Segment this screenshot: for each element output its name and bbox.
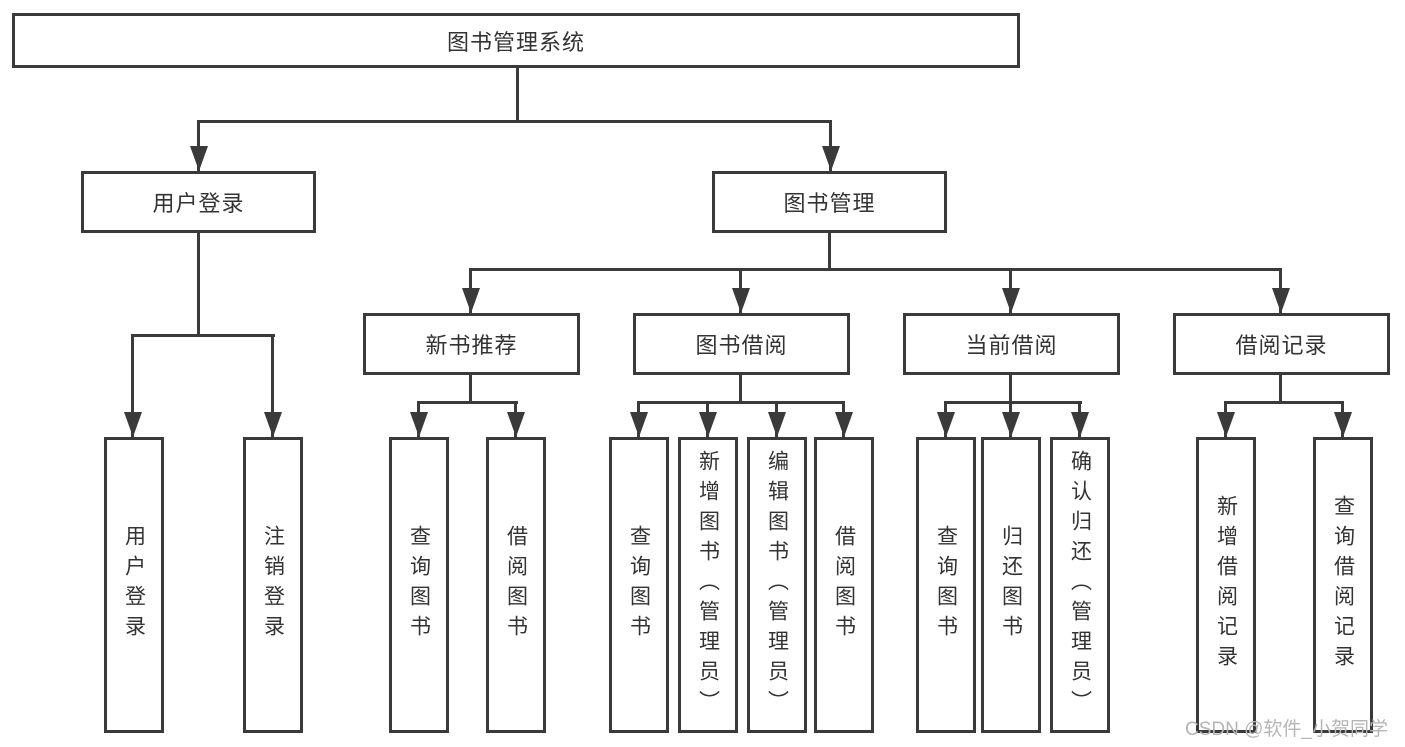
arrow-to-user-login [189,120,208,171]
arrow-current-borrow-leaf-3 [1070,401,1089,437]
connector-book-management-stem [828,233,831,271]
leaf-borrow-borrow-label: 借阅图书 [832,525,856,645]
arrow-new-books-leaf-2 [506,401,525,437]
leaf-user-login-label: 用户登录 [122,525,146,645]
node-root: 图书管理系统 [12,13,1020,68]
arrow-book-borrow-leaf-4 [834,401,853,437]
leaf-current-query: 查询图书 [916,437,976,733]
connector-borrow-records-stem [1279,375,1282,404]
node-new-books: 新书推荐 [363,313,580,375]
arrow-book-borrow-leaf-1 [629,401,648,437]
leaf-newbooks-query-label: 查询图书 [407,525,431,645]
arrow-to-borrow-records [1271,268,1290,313]
leaf-logout-label: 注销登录 [261,525,285,645]
connector-root-bar [198,120,832,123]
node-root-label: 图书管理系统 [446,29,585,55]
connector-current-borrow-stem [1009,375,1012,404]
leaf-borrow-add-label: 新增图书（管理员） [696,450,720,720]
arrow-new-books-leaf-1 [409,401,428,437]
connector-user-login-stem [197,233,200,337]
leaf-borrow-query: 查询图书 [609,437,669,733]
connector-root-stem [516,68,519,120]
connector-book-borrow-bar [637,401,845,404]
leaf-records-add-label: 新增借阅记录 [1214,495,1238,675]
connector-new-books-bar [418,401,518,404]
arrow-to-leaf-login [123,334,142,437]
connector-book-borrow-stem [739,375,742,404]
leaf-current-confirm: 确认归还（管理员） [1050,437,1110,733]
node-book-management-label: 图书管理 [783,191,876,216]
leaf-borrow-borrow: 借阅图书 [814,437,874,733]
arrow-borrow-records-leaf-2 [1333,401,1352,437]
node-current-borrow-label: 当前借阅 [965,333,1058,358]
leaf-current-query-label: 查询图书 [934,525,958,645]
connector-book-management-bar [469,268,1282,271]
leaf-logout: 注销登录 [243,437,303,733]
connector-user-login-bar [132,334,275,337]
node-borrow-records-label: 借阅记录 [1235,333,1328,358]
leaf-newbooks-borrow: 借阅图书 [486,437,546,733]
arrow-book-borrow-leaf-2 [698,401,717,437]
node-new-books-label: 新书推荐 [425,333,518,358]
node-book-borrow: 图书借阅 [633,313,850,375]
arrow-to-leaf-logout [263,334,282,437]
leaf-current-return: 归还图书 [981,437,1041,733]
connector-borrow-records-bar [1224,401,1344,404]
node-book-borrow-label: 图书借阅 [695,333,788,358]
leaf-records-query-label: 查询借阅记录 [1331,495,1355,675]
leaf-current-return-label: 归还图书 [999,525,1023,645]
arrow-current-borrow-leaf-1 [936,401,955,437]
arrow-borrow-records-leaf-1 [1216,401,1235,437]
node-user-login-label: 用户登录 [152,191,245,216]
arrow-to-book-management [821,120,840,171]
connector-current-borrow-bar [944,401,1082,404]
leaf-current-confirm-label: 确认归还（管理员） [1068,450,1092,720]
leaf-borrow-edit: 编辑图书（管理员） [747,437,807,733]
leaf-records-query: 查询借阅记录 [1313,437,1373,733]
leaf-borrow-add: 新增图书（管理员） [678,437,738,733]
arrow-to-book-borrow [731,268,750,313]
leaf-borrow-edit-label: 编辑图书（管理员） [765,450,789,720]
arrow-current-borrow-leaf-2 [1001,401,1020,437]
leaf-newbooks-borrow-label: 借阅图书 [504,525,528,645]
arrow-book-borrow-leaf-3 [767,401,786,437]
csdn-watermark: CSDN @软件_小贺同学 [1185,719,1388,740]
node-user-login: 用户登录 [81,171,316,233]
arrow-to-current-borrow [1001,268,1020,313]
node-book-management: 图书管理 [712,171,947,233]
node-borrow-records: 借阅记录 [1173,313,1390,375]
leaf-newbooks-query: 查询图书 [389,437,449,733]
leaf-user-login: 用户登录 [104,437,164,733]
node-current-borrow: 当前借阅 [903,313,1120,375]
leaf-records-add: 新增借阅记录 [1196,437,1256,733]
arrow-to-new-books [461,268,480,313]
connector-new-books-stem [469,375,472,404]
leaf-borrow-query-label: 查询图书 [627,525,651,645]
